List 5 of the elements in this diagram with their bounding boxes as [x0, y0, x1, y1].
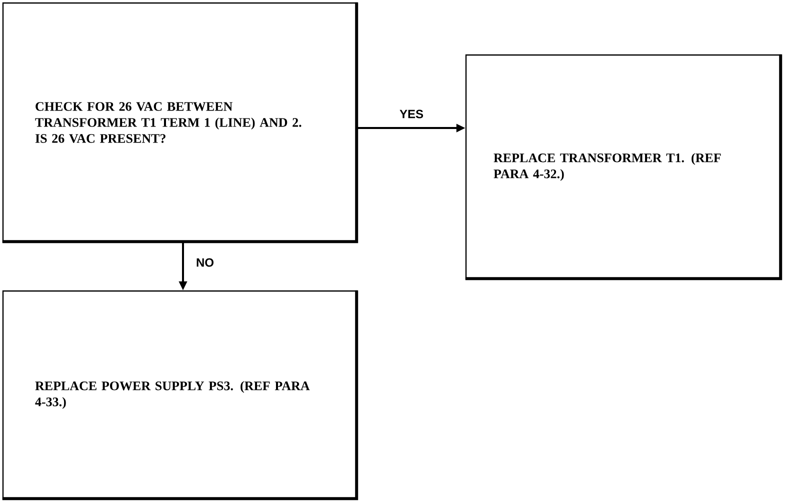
- process-box: CHECK FOR 26 VAC BETWEEN TRANSFORMER T1 TERM 1 (LINE) AND 2. IS 26 VAC PRESENT?: [2, 2, 358, 244]
- process-box: REPLACE TRANSFORMER T1. (REF PARA 4-32.): [465, 54, 782, 280]
- edge-label: NO: [195, 257, 215, 268]
- edge-label: YES: [398, 108, 425, 120]
- process-box: REPLACE POWER SUPPLY PS3. (REF PARA 4-33.): [2, 290, 358, 500]
